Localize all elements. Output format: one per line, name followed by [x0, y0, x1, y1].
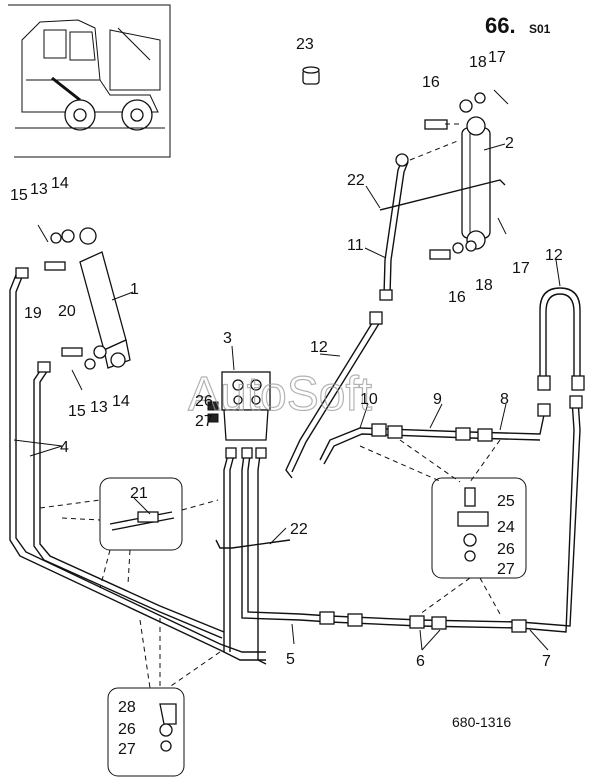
- watermark: AutoSoft: [188, 368, 372, 421]
- callout-24: 24: [497, 519, 515, 536]
- callout-18-lower: 18: [475, 277, 493, 294]
- pipe-12-loop: [537, 287, 585, 391]
- callout-18-upper: 18: [469, 54, 487, 71]
- callout-2: 2: [505, 135, 514, 152]
- callout-8: 8: [500, 391, 509, 408]
- truck-inset: [8, 4, 171, 158]
- callout-9: 9: [433, 391, 442, 408]
- sheet-number-main: 66.: [485, 13, 516, 38]
- callout-28: 28: [118, 699, 136, 716]
- tilt-cylinder-left: [37, 224, 131, 391]
- callout-6: 6: [416, 653, 425, 670]
- callout-19: 19: [24, 305, 42, 322]
- callout-16-upper: 16: [422, 74, 440, 91]
- callout-22-upper: 22: [347, 172, 365, 189]
- callout-labels: 23 16 18 17 2 22 11 17 18 16 12 12 15 13…: [10, 36, 563, 758]
- callout-14-lower: 14: [112, 393, 130, 410]
- callout-15-upper: 15: [10, 187, 28, 204]
- valve-block-3: [207, 371, 271, 441]
- callout-12-right: 12: [545, 247, 563, 264]
- sheet-number: 66. S01: [485, 13, 551, 38]
- pipe-11: [383, 159, 403, 296]
- callout-11: 11: [347, 237, 364, 254]
- pipe-11-nut: [379, 289, 393, 301]
- pipes-6-7: [299, 395, 583, 633]
- callout-27-block: 27: [195, 413, 213, 430]
- callout-3: 3: [223, 330, 232, 347]
- callout-14-upper: 14: [51, 175, 69, 192]
- callout-17-lower: 17: [512, 260, 530, 277]
- wire-22-lower: [215, 539, 291, 549]
- plug-23: [302, 66, 320, 85]
- tilt-cylinder-right: [379, 89, 509, 260]
- callout-20: 20: [58, 303, 76, 320]
- pipe-11-inner: [389, 161, 409, 296]
- detail-box-25: [359, 439, 527, 615]
- callout-5: 5: [286, 651, 295, 668]
- pipes-8-12: [285, 311, 551, 479]
- leader-lines: [13, 143, 561, 651]
- callout-22-lower: 22: [290, 521, 308, 538]
- drawing-reference: 680-1316: [452, 714, 511, 730]
- callout-23: 23: [296, 36, 314, 53]
- pipe-11-fitting: [395, 153, 409, 167]
- callout-21: 21: [130, 485, 148, 502]
- callout-4: 4: [60, 439, 69, 456]
- callout-13-lower: 13: [90, 399, 108, 416]
- pipes-4: [9, 267, 266, 661]
- callout-12-left: 12: [310, 339, 328, 356]
- callout-25: 25: [497, 493, 515, 510]
- detail-box-28: [107, 618, 221, 777]
- sheet-number-suffix: S01: [529, 22, 551, 36]
- callout-26-right: 26: [497, 541, 515, 558]
- callout-15-lower: 15: [68, 403, 86, 420]
- callout-27-right: 27: [497, 561, 515, 578]
- callout-26-bottom: 26: [118, 721, 136, 738]
- callout-26-block: 26: [195, 393, 213, 410]
- callout-16-lower: 16: [448, 289, 466, 306]
- callout-7: 7: [542, 653, 551, 670]
- callout-27-bottom: 27: [118, 741, 136, 758]
- pipes-5: [223, 447, 301, 665]
- detail-box-21: [39, 477, 219, 589]
- callout-17-upper: 17: [488, 49, 506, 66]
- callout-13-upper: 13: [30, 181, 48, 198]
- callout-10: 10: [360, 391, 378, 408]
- callout-1: 1: [130, 281, 139, 298]
